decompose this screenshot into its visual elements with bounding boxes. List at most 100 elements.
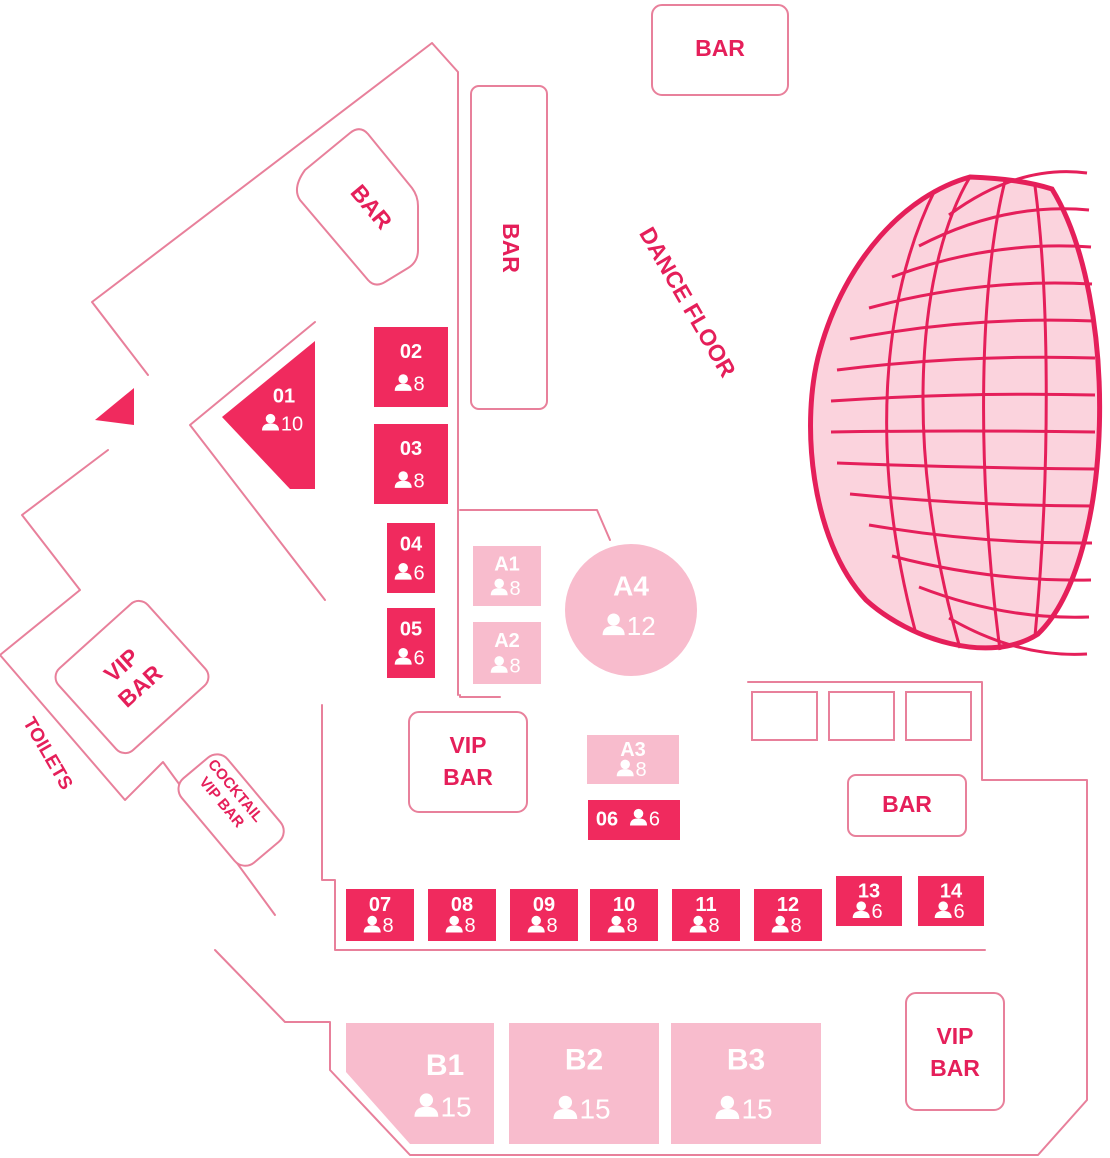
person-icon <box>852 901 870 918</box>
table-shape <box>374 424 448 504</box>
person-icon <box>414 1093 439 1117</box>
table-09[interactable]: 098 <box>510 889 578 941</box>
person-icon <box>394 562 412 580</box>
globe-parallel <box>868 281 1093 310</box>
table-capacity: 8 <box>510 578 521 600</box>
table-capacity: 12 <box>627 611 656 641</box>
person-icon <box>445 915 463 933</box>
person-icon <box>771 915 789 933</box>
table-number: A4 <box>613 570 649 601</box>
bar-top[interactable]: BAR <box>651 4 789 96</box>
table-03[interactable]: 038 <box>374 424 448 504</box>
table-number: 12 <box>777 894 799 916</box>
table-capacity: 8 <box>636 759 647 781</box>
person-icon <box>490 578 508 596</box>
vip-bar-center-line1: VIP <box>449 732 486 758</box>
table-number: 01 <box>273 385 295 407</box>
vip-bar-left[interactable]: VIP BAR <box>51 596 214 758</box>
entrance-arrow <box>95 388 134 425</box>
table-number: 10 <box>613 894 635 916</box>
table-capacity: 6 <box>414 562 425 584</box>
globe-parallel <box>891 554 1092 582</box>
globe-meridian <box>885 189 937 631</box>
vip-bar-right-line1: VIP <box>936 1023 973 1049</box>
table-number: 08 <box>451 894 473 916</box>
table-shape <box>387 523 435 593</box>
person-icon <box>553 1095 578 1120</box>
table-capacity: 15 <box>440 1091 471 1122</box>
table-05[interactable]: 056 <box>387 608 435 678</box>
storage-units <box>751 691 972 741</box>
table-number: 09 <box>533 894 555 916</box>
dance-floor-globe <box>808 170 1103 656</box>
table-shape <box>346 1023 494 1144</box>
table-a1[interactable]: A18 <box>473 546 541 606</box>
table-capacity: 8 <box>414 374 425 396</box>
person-icon <box>527 915 545 933</box>
person-icon <box>715 1095 740 1120</box>
table-number: 02 <box>400 341 422 363</box>
globe-meridian <box>921 176 972 649</box>
table-capacity: 8 <box>627 915 638 937</box>
table-a2[interactable]: A28 <box>473 622 541 684</box>
bar-right-label: BAR <box>882 791 932 817</box>
bar-right[interactable]: BAR <box>847 774 967 837</box>
cocktail-vip-bar[interactable]: COCKTAIL VIP BAR <box>173 749 290 872</box>
bar-long[interactable]: BAR <box>470 85 548 410</box>
table-number: 13 <box>858 880 880 902</box>
vip-bar-right[interactable]: VIP BAR <box>905 992 1005 1111</box>
person-icon <box>602 613 625 636</box>
table-04[interactable]: 046 <box>387 523 435 593</box>
table-08[interactable]: 088 <box>428 889 496 941</box>
vip-bar-center[interactable]: VIP BAR <box>408 711 528 813</box>
globe-parallel <box>849 318 1095 341</box>
person-icon <box>630 808 647 826</box>
bar-top-label: BAR <box>695 35 745 61</box>
table-capacity: 6 <box>954 901 965 923</box>
globe-meridian <box>982 180 1007 651</box>
globe-parallel <box>830 392 1096 403</box>
table-number: 04 <box>400 534 423 556</box>
toilets-label: TOILETS <box>18 714 76 794</box>
dance-floor-label: DANCE FLOOR <box>634 223 741 382</box>
table-capacity: 8 <box>383 915 394 937</box>
table-number: B1 <box>426 1049 464 1082</box>
table-12[interactable]: 128 <box>754 889 822 941</box>
table-14[interactable]: 146 <box>918 876 984 926</box>
person-icon <box>616 759 634 777</box>
globe-parallel <box>918 207 1090 248</box>
person-icon <box>262 413 279 431</box>
table-a3[interactable]: A38 <box>587 735 679 784</box>
person-icon <box>394 471 412 488</box>
table-10[interactable]: 108 <box>590 889 658 941</box>
person-icon <box>363 915 381 933</box>
table-shape <box>473 546 541 606</box>
table-07[interactable]: 078 <box>346 889 414 941</box>
bar-angled[interactable]: BAR <box>295 128 419 286</box>
table-capacity: 8 <box>791 915 802 937</box>
table-capacity: 8 <box>414 471 425 493</box>
globe-parallel <box>836 355 1096 372</box>
table-11[interactable]: 118 <box>672 889 740 941</box>
vip-bar-right-line2: BAR <box>930 1055 980 1081</box>
table-shape <box>387 608 435 678</box>
table-13[interactable]: 136 <box>836 876 902 926</box>
table-capacity: 15 <box>579 1094 610 1125</box>
table-shape <box>374 327 448 407</box>
table-number: A1 <box>494 553 520 575</box>
person-icon <box>934 901 952 918</box>
table-02[interactable]: 02 8 <box>374 327 448 407</box>
table-capacity: 15 <box>741 1094 772 1125</box>
globe-parallel <box>948 170 1088 217</box>
table-shape <box>473 622 541 684</box>
table-capacity: 8 <box>510 656 521 678</box>
table-number: 11 <box>695 894 716 916</box>
